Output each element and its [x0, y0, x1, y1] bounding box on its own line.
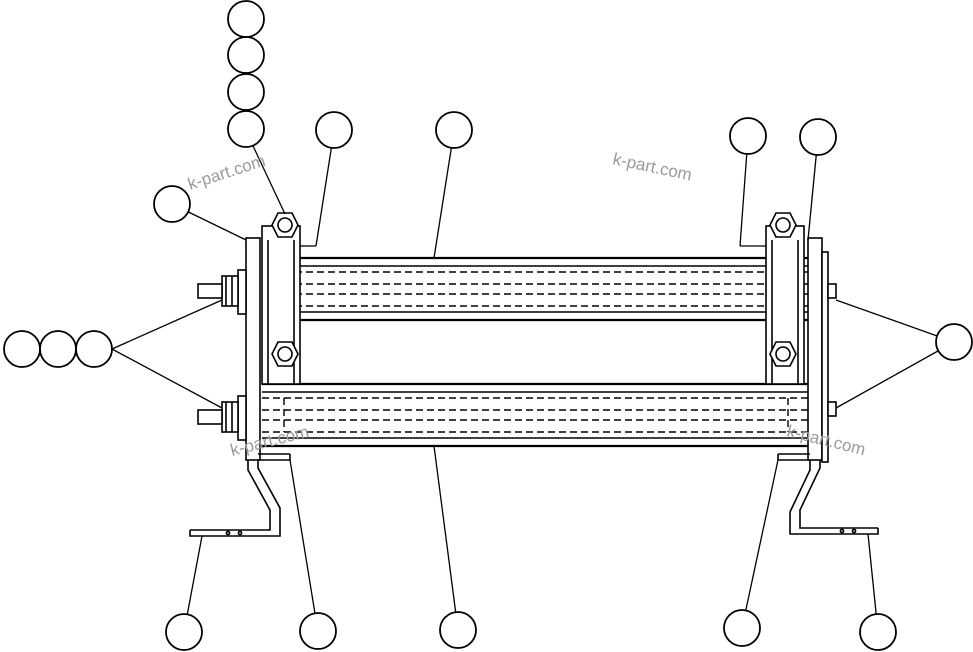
callout-balloon: [227, 110, 265, 148]
callout-balloon: [227, 73, 265, 111]
hex-nut-top-left: [271, 212, 299, 238]
callout-balloon: [935, 323, 973, 361]
lower-tube: [262, 382, 808, 448]
left-bolt-lower: [197, 401, 239, 433]
callout-balloon: [75, 330, 113, 368]
callout-balloon: [439, 611, 477, 649]
leader-lines: [111, 130, 955, 633]
callouts: [3, 0, 973, 651]
callout-balloon: [3, 330, 41, 368]
callout-balloon: [153, 185, 191, 223]
hex-nut-mid-right: [769, 341, 797, 367]
right-bolt-upper: [827, 283, 837, 299]
callout-balloon: [227, 0, 265, 38]
callout-balloon: [799, 118, 837, 156]
callout-balloon: [723, 609, 761, 647]
hex-nut-mid-left: [271, 341, 299, 367]
watermark-text: k-part.com: [611, 149, 693, 184]
callout-balloon: [165, 613, 203, 651]
left-bolt-upper: [197, 275, 239, 307]
callout-balloon: [729, 117, 767, 155]
left-end-plate: [237, 237, 261, 461]
right-end-plate: [807, 237, 829, 463]
left-mounting-bracket: [189, 453, 291, 537]
upper-tube: [262, 256, 808, 322]
callout-balloon: [315, 111, 353, 149]
watermark-text: k-part.com: [185, 151, 267, 194]
callout-balloon: [39, 330, 77, 368]
callout-balloon: [859, 613, 897, 651]
right-mounting-bracket: [777, 453, 879, 535]
callout-balloon: [435, 111, 473, 149]
callout-balloon: [299, 612, 337, 650]
hex-nut-top-right: [769, 212, 797, 238]
callout-balloon: [227, 36, 265, 74]
right-bolt-lower: [827, 401, 837, 417]
